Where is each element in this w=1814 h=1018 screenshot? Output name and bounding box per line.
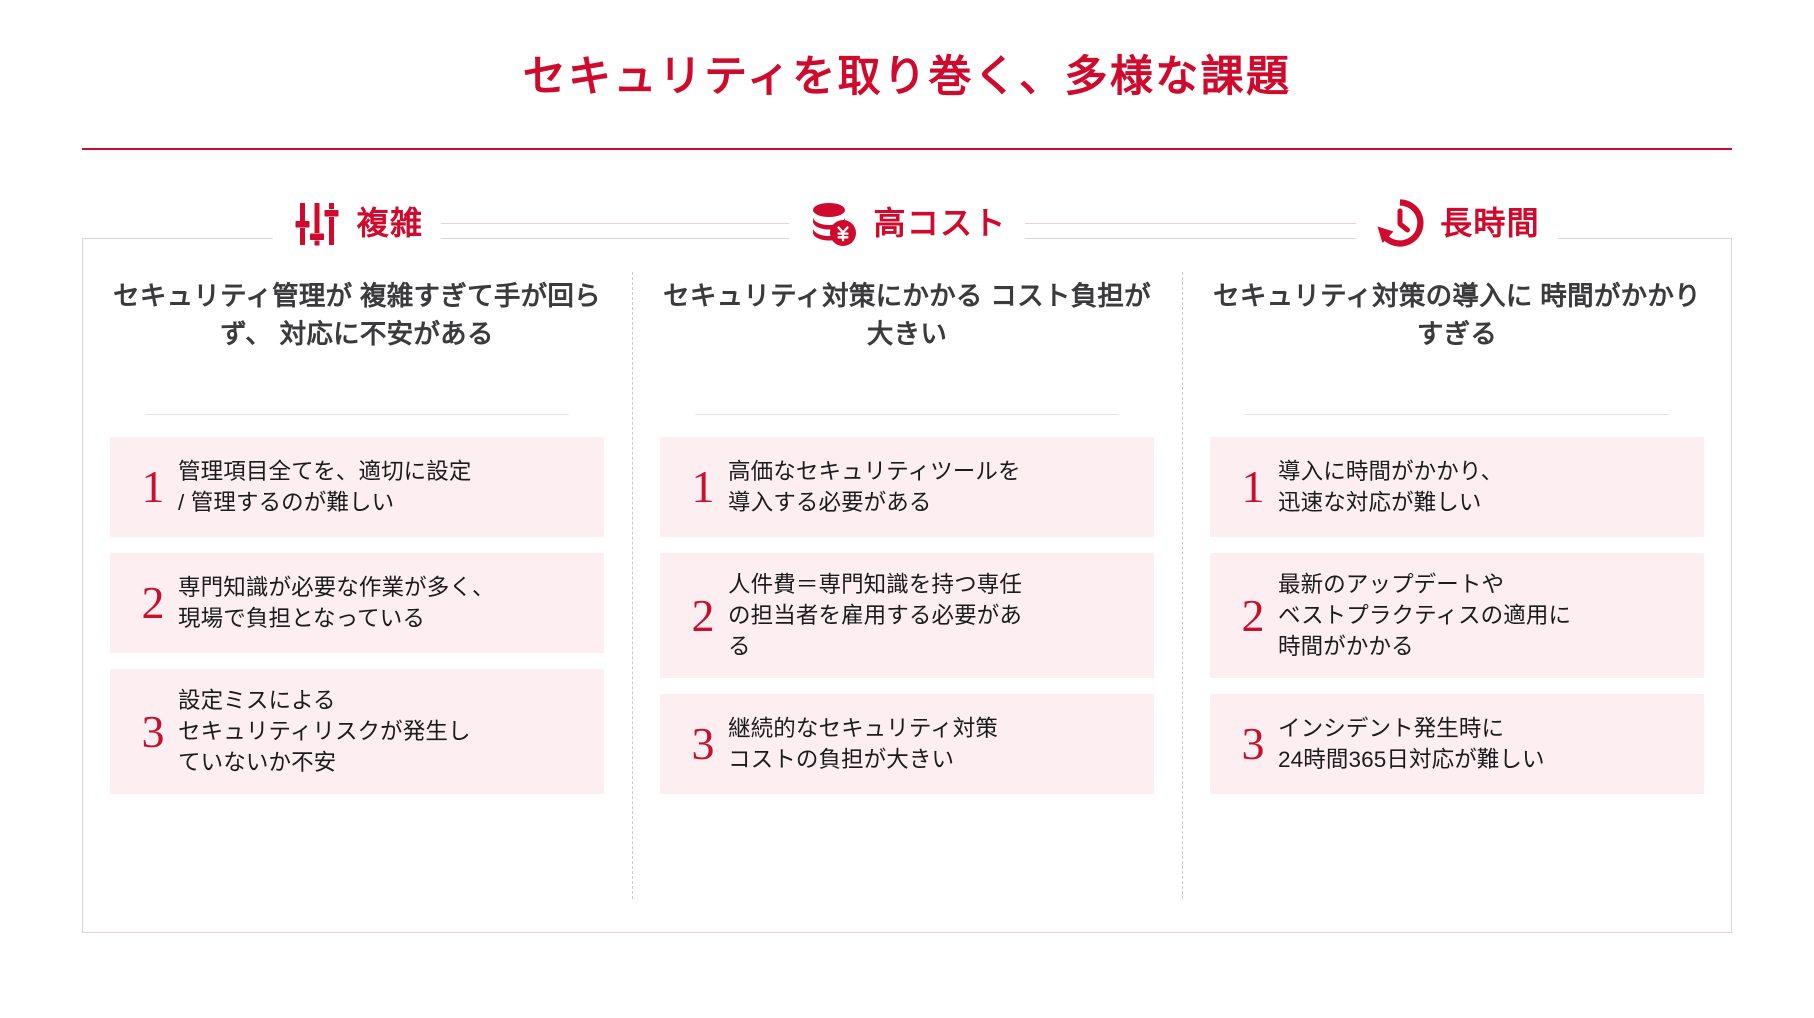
list-item-text: 人件費＝専門知識を持つ専任 の担当者を雇用する必要があ る (728, 572, 1022, 660)
column-badge-label: 長時間 (1440, 205, 1540, 241)
header-rule-left-2 (1182, 222, 1357, 224)
column-cost: セキュリティ対策にかかる コスト負担が大きい 1 高価なセキュリティツールを 導… (632, 238, 1182, 933)
list-item-number: 1 (691, 461, 715, 512)
list-item[interactable]: 2 人件費＝専門知識を持つ専任 の担当者を雇用する必要があ る (660, 553, 1154, 679)
header-badge-0: 複雑 (272, 197, 442, 249)
column-heading: セキュリティ管理が 複雑すぎて手が回らず、 対応に不安がある (113, 281, 601, 349)
list-item-number: 1 (141, 461, 165, 512)
column-headers: 複雑 (82, 190, 1732, 256)
list-item-number: 3 (691, 718, 715, 770)
column-complexity: セキュリティ管理が 複雑すぎて手が回らず、 対応に不安がある 1 管理項目全てを… (82, 238, 632, 933)
header-rule-left-1 (632, 222, 790, 224)
column-heading-rule (144, 414, 570, 415)
column-heading-rule (694, 414, 1120, 415)
coins-yen-icon (813, 203, 857, 246)
column-heading: セキュリティ対策にかかる コスト負担が大きい (663, 281, 1151, 349)
column-badge-label: 複雑 (356, 205, 424, 241)
title-area: セキュリティを取り巻く、多様な課題 (0, 52, 1814, 104)
issue-list: 1 高価なセキュリティツールを 導入する必要がある 2 人件費＝専門知識を持つ専… (660, 437, 1154, 795)
clock-history-icon (1377, 199, 1424, 247)
columns-container: セキュリティ管理が 複雑すぎて手が回らず、 対応に不安がある 1 管理項目全てを… (82, 238, 1732, 933)
list-item[interactable]: 3 継続的なセキュリティ対策 コストの負担が大きい (660, 694, 1154, 795)
column-badge-label: 高コスト (873, 205, 1007, 241)
list-item-number: 2 (691, 589, 715, 641)
column-divider-2 (1182, 272, 1183, 899)
issue-list: 1 管理項目全てを、適切に設定 / 管理するのが難しい 2 専門知識が必要な作業… (110, 437, 604, 795)
list-item-text: 専門知識が必要な作業が多く、 現場で負担となっている (178, 574, 495, 631)
issue-list: 1 導入に時間がかかり、 迅速な対応が難しい 2 最新のアップデートや ベストプ… (1210, 437, 1704, 795)
column-header-0: 複雑 (82, 190, 632, 256)
list-item[interactable]: 2 最新のアップデートや ベストプラクティスの適用に 時間がかかる (1210, 553, 1704, 679)
list-item[interactable]: 1 導入に時間がかかり、 迅速な対応が難しい (1210, 437, 1704, 537)
list-item-text: 設定ミスによる セキュリティリスクが発生し ていないか不安 (178, 688, 471, 776)
column-heading: セキュリティ対策の導入に 時間がかかりすぎる (1213, 281, 1701, 349)
list-item-number: 1 (1241, 461, 1265, 512)
title-divider-rule (82, 148, 1732, 150)
list-item-number: 3 (1241, 718, 1265, 770)
list-item[interactable]: 3 インシデント発生時に 24時間365日対応が難しい (1210, 694, 1704, 795)
list-item-number: 2 (141, 577, 165, 628)
list-item-text: 高価なセキュリティツールを 導入する必要がある (728, 458, 1021, 515)
column-time: セキュリティ対策の導入に 時間がかかりすぎる 1 導入に時間がかかり、 迅速な対… (1182, 238, 1732, 933)
column-heading-rule (1244, 414, 1670, 415)
list-item-text: 導入に時間がかかり、 迅速な対応が難しい (1278, 458, 1504, 515)
list-item-text: 継続的なセキュリティ対策 コストの負担が大きい (728, 716, 999, 773)
list-item[interactable]: 1 高価なセキュリティツールを 導入する必要がある (660, 437, 1154, 537)
header-badge-2: 長時間 (1356, 197, 1558, 249)
list-item[interactable]: 1 管理項目全てを、適切に設定 / 管理するのが難しい (110, 437, 604, 537)
list-item-text: 管理項目全てを、適切に設定 / 管理するのが難しい (178, 458, 472, 515)
page-title: セキュリティを取り巻く、多様な課題 (522, 53, 1292, 101)
list-item-number: 2 (1241, 589, 1265, 641)
header-rule-right-0 (441, 222, 632, 224)
list-item[interactable]: 3 設定ミスによる セキュリティリスクが発生し ていないか不安 (110, 669, 604, 795)
list-item[interactable]: 2 専門知識が必要な作業が多く、 現場で負担となっている (110, 553, 604, 653)
list-item-number: 3 (141, 705, 165, 757)
list-item-text: 最新のアップデートや ベストプラクティスの適用に 時間がかかる (1278, 572, 1572, 660)
header-badge-1: 高コスト (789, 197, 1025, 249)
column-header-2: 長時間 (1182, 190, 1732, 256)
sliders-icon (295, 203, 339, 246)
header-rule-right-1 (1024, 222, 1182, 224)
column-divider-1 (632, 272, 633, 899)
column-header-1: 高コスト (632, 190, 1182, 256)
list-item-text: インシデント発生時に 24時間365日対応が難しい (1278, 716, 1545, 773)
